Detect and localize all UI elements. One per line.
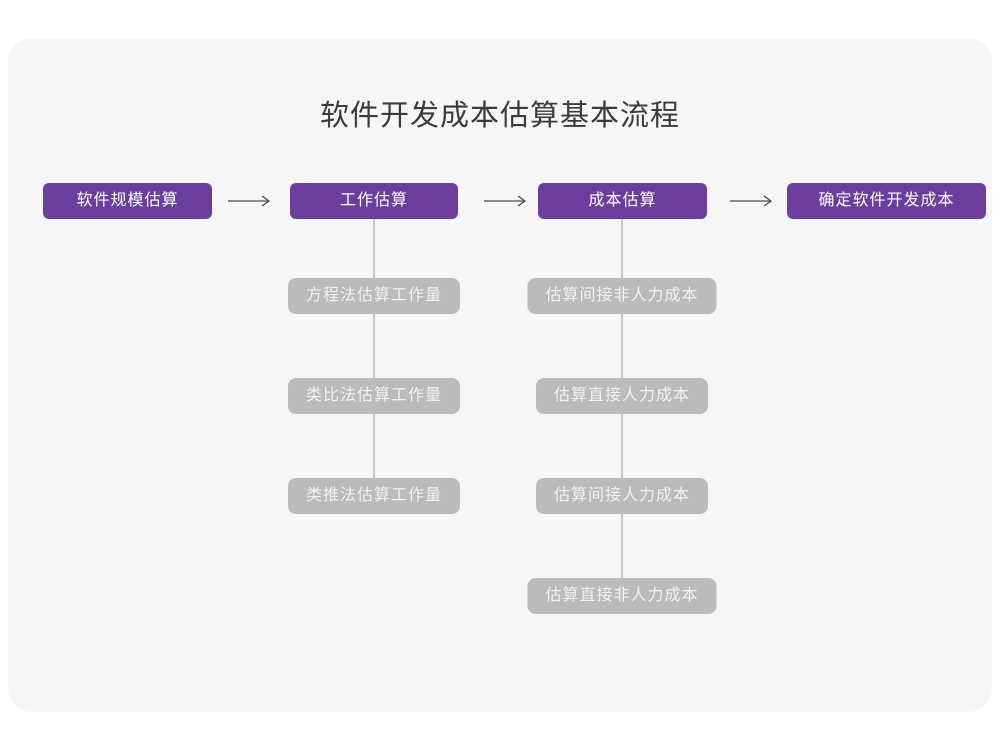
substep-indirect-labor-cost: 估算间接人力成本 (535, 478, 709, 514)
substep-equation-method-workload: 方程法估算工作量 (287, 278, 461, 314)
substep-direct-labor-cost: 估算直接人力成本 (535, 378, 709, 414)
right-arrow-icon (228, 195, 271, 207)
stage-software-scale-estimation: 软件规模估算 (43, 183, 212, 219)
stage-work-estimation: 工作估算 (290, 183, 458, 219)
stage-determine-software-dev-cost: 确定软件开发成本 (787, 183, 986, 219)
substep-direct-nonlabor-cost: 估算直接非人力成本 (527, 578, 717, 614)
page-title: 软件开发成本估算基本流程 (319, 100, 680, 132)
right-arrow-icon (730, 195, 773, 207)
stage-cost-estimation: 成本估算 (538, 183, 707, 219)
substep-indirect-nonlabor-cost: 估算间接非人力成本 (527, 278, 717, 314)
connector-line-work-estimation (373, 219, 375, 496)
right-arrow-icon (484, 195, 527, 207)
substep-extrapolation-method-workload: 类推法估算工作量 (287, 478, 461, 514)
substep-analogy-method-workload: 类比法估算工作量 (287, 378, 461, 414)
flowchart-card (8, 38, 992, 712)
